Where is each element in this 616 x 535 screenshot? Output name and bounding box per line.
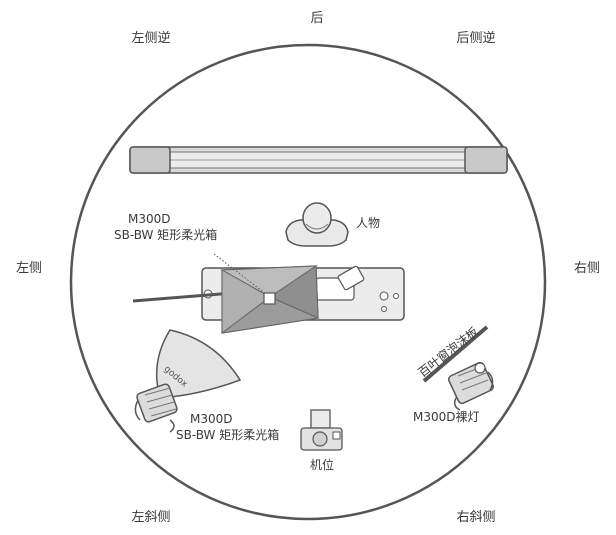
label-bottom-light-modifier: SB-BW 矩形柔光箱 (176, 428, 280, 442)
label-top-light-model: M300D (128, 212, 171, 226)
label-bottom-light-model: M300D (190, 412, 233, 426)
background-bar (129, 146, 508, 174)
stage-circle (69, 43, 547, 521)
direction-back: 后 (310, 11, 324, 26)
label-right-light: M300D裸灯 (413, 410, 480, 424)
direction-back-left: 左侧逆 (131, 31, 171, 46)
foam-board (422, 325, 489, 383)
direction-front-right: 右斜侧 (456, 510, 496, 525)
softbox-top (213, 253, 320, 334)
label-camera: 机位 (309, 458, 335, 472)
bare-light-right (448, 361, 494, 411)
label-top-light-modifier: SB-BW 矩形柔光箱 (114, 228, 218, 242)
direction-back-right: 后侧逆 (456, 31, 496, 46)
label-person: 人物 (356, 216, 381, 230)
camera-icon (300, 409, 343, 451)
direction-front-left: 左斜侧 (131, 510, 171, 525)
direction-right: 右侧 (574, 261, 601, 276)
direction-left: 左侧 (16, 261, 43, 276)
person-icon (285, 202, 349, 247)
softbox-bottom-left (134, 329, 242, 433)
